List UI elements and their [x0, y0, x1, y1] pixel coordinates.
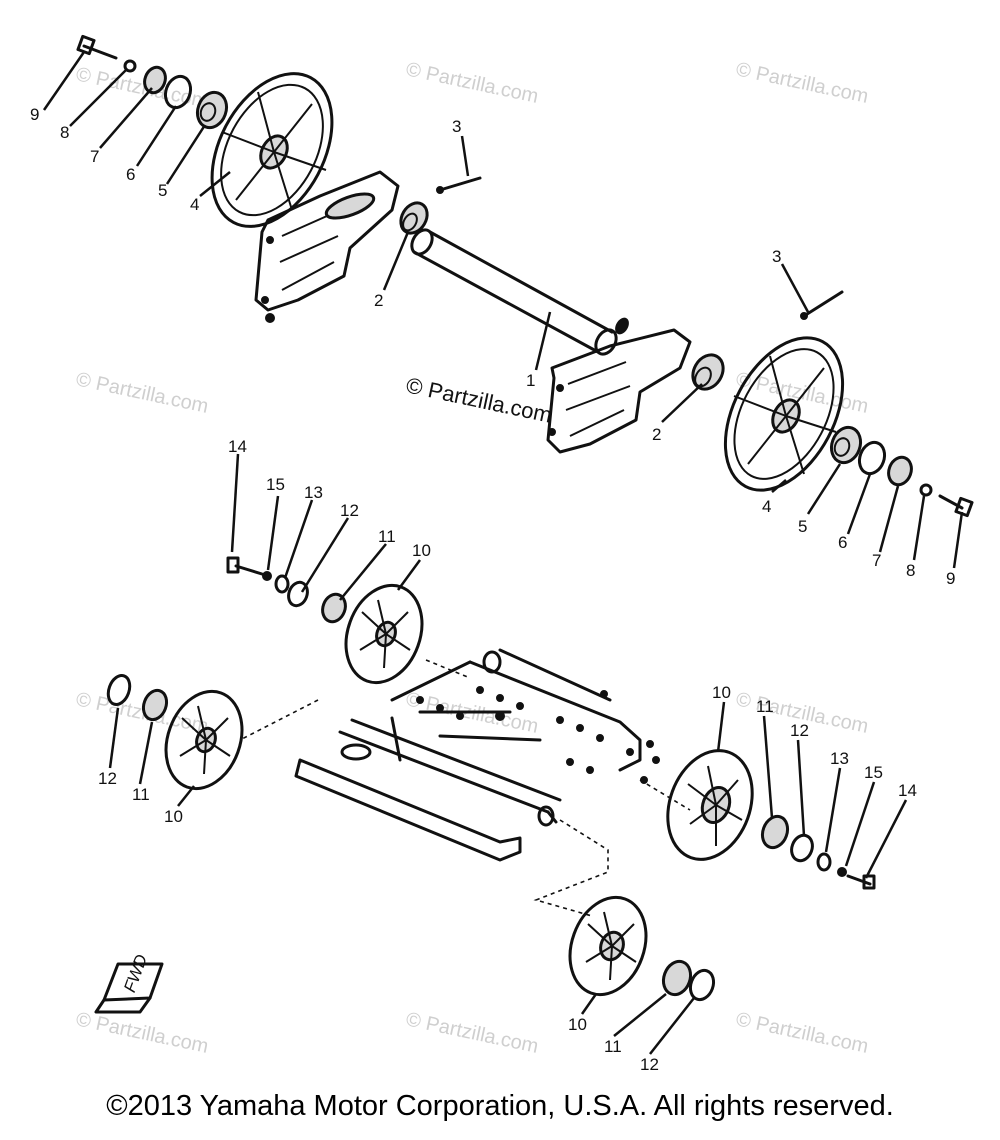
- upper-left-wheel: [210, 72, 334, 228]
- callout-3: 3: [452, 117, 461, 136]
- callout-12: 12: [640, 1055, 659, 1074]
- washer-left: [123, 59, 137, 73]
- forward-direction-arrow: FWD: [94, 952, 164, 1014]
- bearing-11-left: [141, 688, 169, 722]
- bearing-right: [829, 425, 863, 465]
- callout-12: 12: [340, 501, 359, 520]
- bolt-14-top: [226, 556, 264, 576]
- copyright-notice: ©2013 Yamaha Motor Corporation, U.S.A. A…: [106, 1090, 894, 1122]
- exploded-parts-diagram: © Partzilla.com © Partzilla.com © Partzi…: [30, 34, 974, 1074]
- callout-11: 11: [378, 527, 396, 546]
- callout-15: 15: [864, 763, 883, 782]
- circlip-12-right: [790, 833, 814, 863]
- watermark: © Partzilla.com: [74, 1008, 210, 1058]
- callout-10: 10: [164, 807, 183, 826]
- bearing-11-bottom: [661, 959, 693, 997]
- pin-left: [436, 176, 482, 194]
- bolt-14-right: [846, 874, 876, 890]
- washer-15-top: [262, 571, 272, 581]
- upper-shaft-assembly: [76, 34, 974, 518]
- callout-12: 12: [98, 769, 117, 788]
- bushing-left: [399, 201, 429, 235]
- callout-8: 8: [60, 123, 69, 142]
- cap-13-top: [274, 574, 290, 594]
- callout-3: 3: [772, 247, 781, 266]
- callout-4: 4: [190, 195, 199, 214]
- bushing-right: [691, 353, 725, 391]
- watermark: © Partzilla.com: [734, 368, 870, 418]
- callout-11: 11: [604, 1037, 622, 1056]
- callout-14: 14: [898, 781, 917, 800]
- bolt-left: [76, 34, 118, 60]
- callout-10: 10: [568, 1015, 587, 1034]
- circlip-left: [163, 74, 193, 110]
- circlip-right: [857, 440, 887, 476]
- leader-lines: [42, 51, 964, 1055]
- callout-6: 6: [838, 533, 847, 552]
- callout-2: 2: [652, 425, 661, 444]
- pin-right: [800, 290, 844, 320]
- callout-5: 5: [798, 517, 807, 536]
- watermark: © Partzilla.com: [74, 688, 210, 738]
- cap-left: [143, 65, 167, 95]
- callout-12: 12: [790, 721, 809, 740]
- slide-rail-frame: [294, 648, 660, 862]
- callout-1: 1: [526, 371, 535, 390]
- callout-5: 5: [158, 181, 167, 200]
- callout-10: 10: [712, 683, 731, 702]
- watermark: © Partzilla.com: [404, 58, 540, 108]
- watermark: © Partzilla.com: [74, 368, 210, 418]
- bearing-left: [195, 90, 229, 130]
- callout-7: 7: [872, 551, 881, 570]
- callout-numbers: 9 8 7 6 5 4 3 2 1 3 2 4 5 6 7 8 9 14 15 …: [30, 105, 955, 1074]
- callout-10: 10: [412, 541, 431, 560]
- idler-wheel-right: [666, 749, 754, 861]
- fwd-label: FWD: [120, 952, 151, 995]
- lower-frame-assembly: FWD: [94, 556, 876, 1014]
- callout-14: 14: [228, 437, 247, 456]
- callout-11: 11: [756, 697, 774, 716]
- callout-8: 8: [906, 561, 915, 580]
- idler-wheel-left: [164, 689, 244, 791]
- washer-right: [919, 483, 933, 497]
- watermark: © Partzilla.com: [734, 58, 870, 108]
- assembly-guide-lines: [239, 659, 691, 917]
- circlip-12-bottom: [688, 968, 716, 1002]
- callout-9: 9: [946, 569, 955, 588]
- right-bracket: [546, 328, 692, 454]
- callout-9: 9: [30, 105, 39, 124]
- washer-15-right: [837, 867, 847, 877]
- circlip-12-left: [106, 673, 132, 707]
- cap-13-right: [816, 852, 832, 872]
- shaft: [410, 228, 629, 356]
- callout-11: 11: [132, 785, 150, 804]
- bearing-11-top: [321, 592, 347, 624]
- callout-2: 2: [374, 291, 383, 310]
- bolt-right: [938, 494, 974, 518]
- watermark: © Partzilla.com: [734, 1008, 870, 1058]
- callout-4: 4: [762, 497, 771, 516]
- callout-13: 13: [830, 749, 849, 768]
- left-bracket: [254, 170, 400, 323]
- cap-right: [887, 455, 913, 487]
- idler-wheel-bottom: [568, 895, 648, 997]
- idler-wheel-top: [344, 583, 424, 685]
- callout-15: 15: [266, 475, 285, 494]
- circlip-12-top: [287, 580, 309, 608]
- callout-6: 6: [126, 165, 135, 184]
- callout-7: 7: [90, 147, 99, 166]
- watermark: © Partzilla.com: [404, 1008, 540, 1058]
- callout-13: 13: [304, 483, 323, 502]
- upper-right-wheel: [723, 336, 845, 492]
- bearing-11-right: [760, 814, 790, 850]
